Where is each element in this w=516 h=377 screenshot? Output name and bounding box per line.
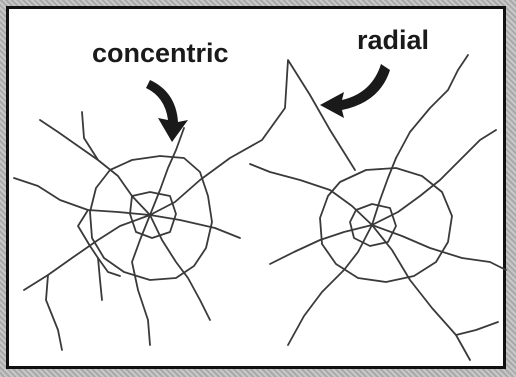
left-radial-line: [150, 215, 210, 320]
right-radial-line: [456, 322, 498, 335]
right-radial-line: [396, 55, 468, 158]
right-radial-line: [288, 225, 372, 345]
left-radial-line: [14, 178, 150, 215]
right-radial-line: [372, 225, 506, 270]
right-radial-line: [372, 225, 470, 360]
left-radial-line: [150, 128, 184, 215]
left-radial-line: [82, 112, 98, 160]
radial-label: radial: [357, 25, 429, 55]
left-radial-line: [40, 120, 150, 215]
left-fracture-pattern: [14, 60, 355, 350]
concentric-label: concentric: [92, 38, 229, 68]
right-fracture-pattern: [250, 55, 506, 360]
left-radial-line: [24, 215, 150, 290]
left-radial-line: [46, 275, 62, 350]
radial-arrow: [320, 64, 390, 118]
